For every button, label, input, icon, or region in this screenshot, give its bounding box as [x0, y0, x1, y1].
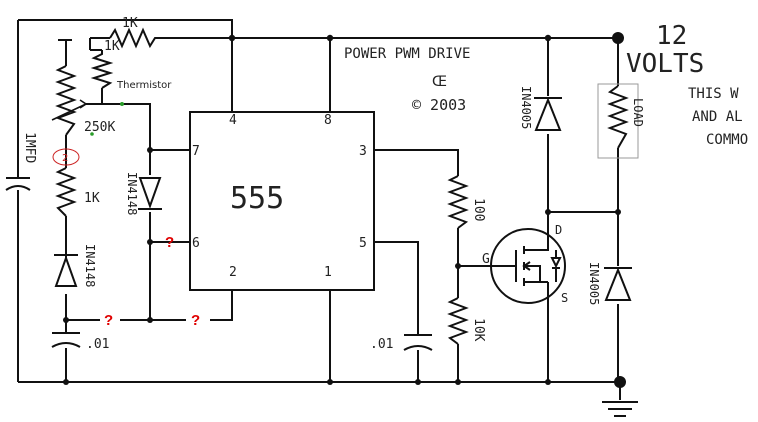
resistor-top-1k: [109, 27, 160, 49]
ic-pin-2: 2: [229, 265, 237, 280]
ground-symbol: [602, 401, 638, 417]
resistor-thermistor-label: 1K: [104, 39, 120, 54]
diode-flyback-in4005: [534, 97, 562, 131]
resistor-pulldown-10k: [447, 297, 469, 345]
diode-flyback-label: IN4005: [519, 86, 533, 129]
ic-pin-5: 5: [359, 236, 367, 251]
mosfet-drain-label: D: [555, 223, 562, 237]
supply-terminal-dot: [612, 32, 624, 44]
diode-mid-label: IN4148: [125, 172, 139, 215]
junction-dots: [63, 32, 626, 388]
mosfet-source-label: S: [561, 291, 568, 305]
question-mark-right: ?: [191, 312, 200, 329]
load-label: LOAD: [631, 98, 645, 127]
side-note-line-1: THIS W: [688, 86, 739, 102]
diode-mosfet-in4005: [604, 267, 632, 301]
resistor-lower-1k-label: 1K: [84, 191, 100, 206]
question-mark-left: ?: [104, 312, 113, 329]
load-resistor: [607, 85, 629, 149]
ic-pin-6: 6: [192, 236, 200, 251]
pot-marker-number: 2: [62, 153, 68, 164]
capacitor-control-label: .01: [370, 337, 393, 352]
mosfet: [490, 228, 566, 304]
pot-marker-circle: [52, 148, 80, 166]
ground-terminal-dot: [614, 376, 626, 388]
capacitor-bottom-left: [51, 332, 81, 348]
resistor-gate-label: 100: [471, 198, 486, 221]
diode-left-in4148: [54, 246, 78, 287]
ic-555-label: 555: [230, 181, 284, 216]
capacitor-1mfd: [5, 177, 31, 196]
resistor-gate-100: [447, 175, 469, 229]
potentiometer-250k: [55, 65, 77, 136]
resistor-thermistor: [90, 50, 114, 89]
ic-555-body: [189, 111, 375, 291]
capacitor-1mfd-label: 1MFD: [22, 132, 37, 163]
diode-left-label: IN4148: [83, 244, 97, 287]
supply-voltage: 12: [656, 21, 687, 51]
question-mark-pin6: ?: [165, 234, 174, 251]
pot-label: 250K: [84, 120, 115, 135]
pot-green-dot: [90, 132, 94, 136]
resistor-lower-1k: [55, 167, 77, 217]
load-box: [597, 83, 639, 159]
capacitor-bottom-left-label: .01: [86, 337, 109, 352]
mosfet-gate-label: G: [482, 252, 490, 267]
thermistor-green-dot: [120, 102, 124, 106]
title: POWER PWM DRIVE: [344, 46, 470, 62]
resistor-pulldown-label: 10K: [471, 318, 486, 342]
supply-unit: VOLTS: [626, 49, 704, 79]
ic-pin-1: 1: [324, 265, 332, 280]
copyright: © 2003: [412, 96, 466, 114]
ic-pin-4: 4: [229, 113, 237, 128]
resistor-top-1k-label: 1K: [122, 16, 138, 31]
side-note-line-2: AND AL: [692, 109, 743, 125]
ic-pin-8: 8: [324, 113, 332, 128]
diode-mid-in4148: [138, 177, 162, 210]
ic-pin-7: 7: [192, 144, 200, 159]
author-mark: Œ: [432, 74, 447, 90]
capacitor-control: [403, 334, 433, 351]
diode-mosfet-label: IN4005: [587, 262, 601, 305]
side-note-line-3: COMMO: [706, 132, 748, 148]
thermistor-note: Thermistor: [116, 80, 172, 91]
ic-pin-3: 3: [359, 144, 367, 159]
